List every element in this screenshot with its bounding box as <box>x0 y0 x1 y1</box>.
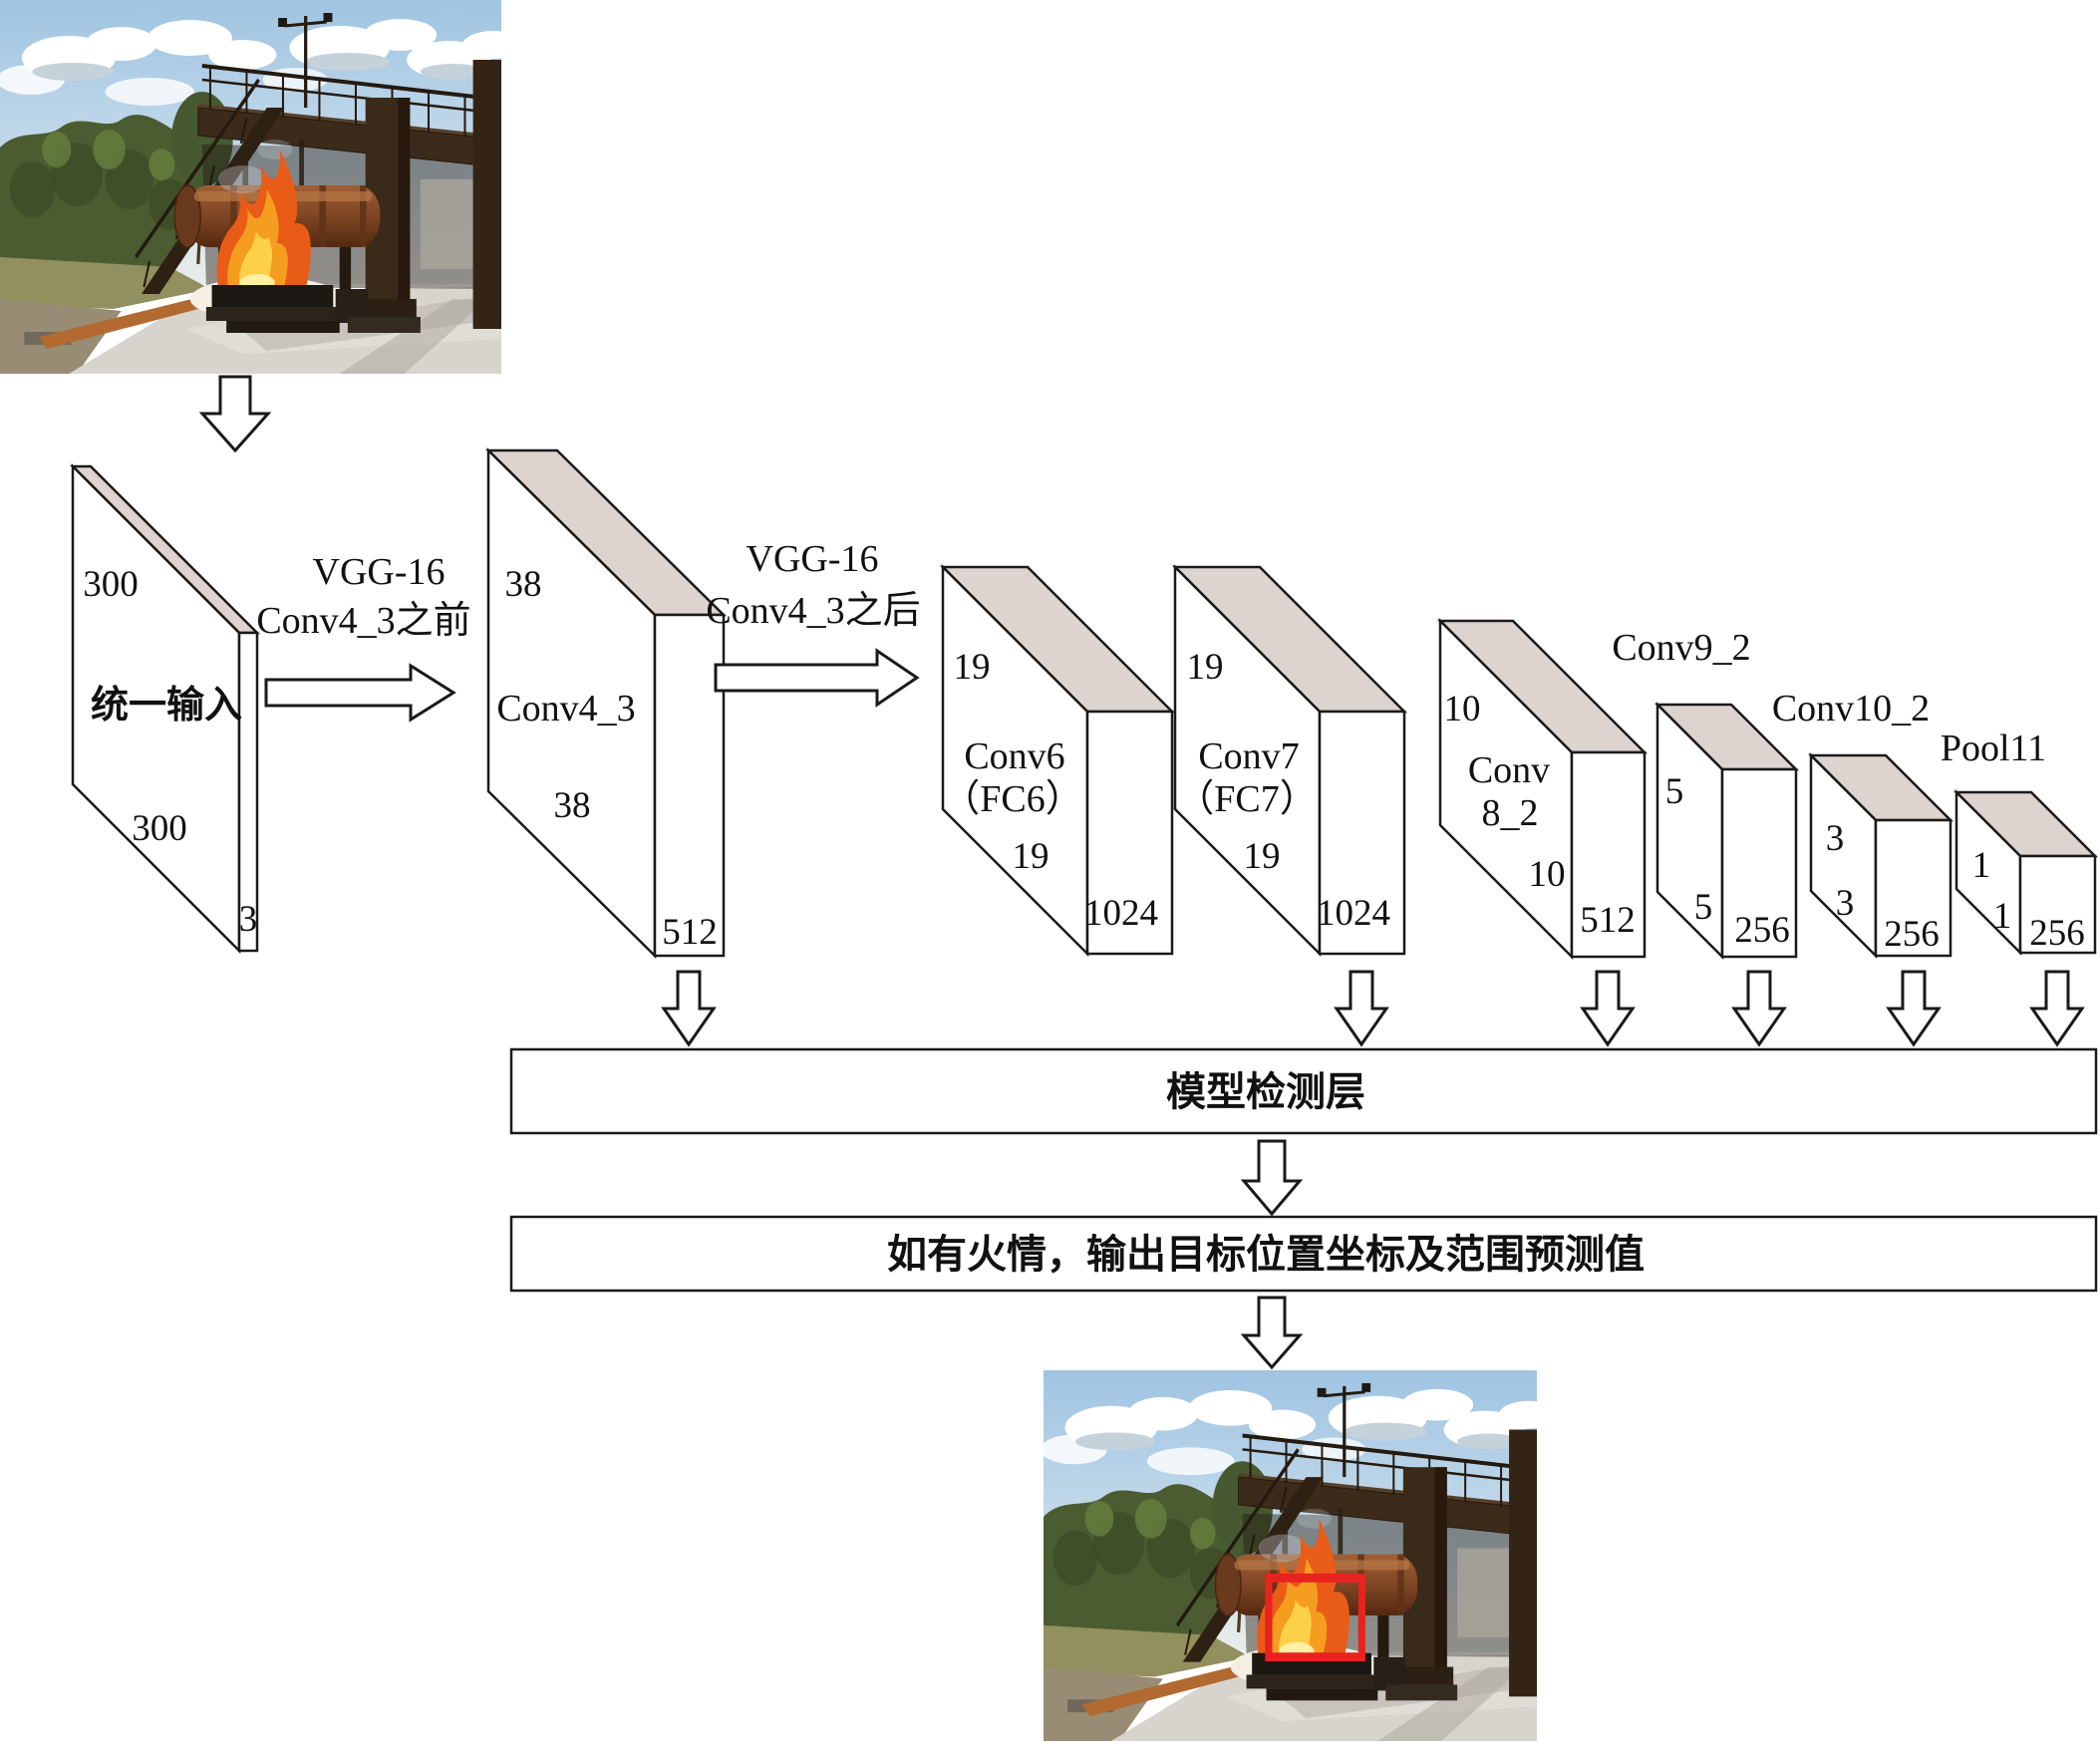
layer-channel-face <box>1085 710 1174 956</box>
flow-arrow-input-to-conv4_3 <box>264 663 456 723</box>
layer-channel-face <box>1318 710 1406 956</box>
conv4_3-name: Conv4_3 <box>496 688 635 729</box>
conv8_2-size-top: 10 <box>1444 689 1481 729</box>
layer-box-conv4_3: 38 Conv4_3 38 512 <box>484 447 728 959</box>
conv7-name-line1: Conv7 <box>1198 735 1299 777</box>
output-bar-label: 如有火情，输出目标位置坐标及范围预测值 <box>887 1233 1645 1277</box>
conv4_3-size-top: 38 <box>505 564 542 605</box>
flow-label-1-line2: Conv4_3之前 <box>256 600 470 642</box>
layer-box-conv8_2: 10 Conv 8_2 10 512 <box>1436 617 1649 961</box>
conv9_2-channels: 256 <box>1734 910 1790 951</box>
flow-label-2-line2: Conv4_3之后 <box>706 590 920 632</box>
input-channels: 3 <box>239 899 258 940</box>
tap-arrow-conv4_3 <box>661 970 717 1047</box>
output-photo <box>1044 1370 1537 1741</box>
conv6-size-bottom: 19 <box>1013 836 1050 877</box>
conv8_2-size-bottom: 10 <box>1529 854 1566 895</box>
flow-label-2-line1: VGG-16 <box>747 538 879 580</box>
conv6-size-top: 19 <box>954 647 991 688</box>
layer-channel-face <box>1874 818 1952 958</box>
layer-channel-face <box>1570 750 1647 959</box>
conv4_3-size-bottom: 38 <box>554 785 591 826</box>
tap-arrow-conv7 <box>1334 970 1389 1047</box>
tap-arrow-pool11 <box>2029 970 2085 1047</box>
conv10_2-size-top: 3 <box>1826 818 1845 859</box>
conv7-channels: 1024 <box>1317 893 1390 934</box>
conv10_2-size-bottom: 3 <box>1836 883 1855 924</box>
input-photo <box>0 0 501 374</box>
flow-arrow-conv4_3-to-conv6 <box>714 648 920 708</box>
input-size-top: 300 <box>83 564 139 605</box>
layer-box-pool11: Pool11 1 1 256 <box>1941 728 2099 957</box>
detection-layer-bar <box>509 1047 2098 1135</box>
pool11-channels: 256 <box>2029 913 2085 954</box>
flow-arrow-output-to-photo <box>1240 1296 1304 1370</box>
conv9_2-size-top: 5 <box>1665 771 1684 812</box>
conv8_2-name-line1: Conv <box>1468 749 1550 791</box>
layer-box-conv9_2: Conv9_2 5 5 256 <box>1612 627 1800 961</box>
conv7-size-top: 19 <box>1187 647 1224 688</box>
layer-box-conv10_2: Conv10_2 3 3 256 <box>1772 688 1954 960</box>
layer-channel-face <box>237 631 259 953</box>
conv10_2-title: Conv10_2 <box>1772 688 1930 729</box>
layer-box-input: 300 统一输入 300 3 <box>69 462 261 955</box>
layer-box-conv7: 19 Conv7 （FC7） 19 1024 <box>1171 563 1408 958</box>
conv10_2-channels: 256 <box>1884 914 1940 955</box>
conv6-name-line2: （FC6） <box>942 778 1082 820</box>
input-size-bottom: 300 <box>132 808 187 849</box>
conv6-channels: 1024 <box>1084 893 1158 934</box>
pool11-title: Pool11 <box>1941 728 2046 769</box>
layer-channel-face <box>2018 854 2097 955</box>
conv8_2-channels: 512 <box>1580 900 1636 941</box>
conv8_2-name-line2: 8_2 <box>1482 792 1539 834</box>
conv9_2-title: Conv9_2 <box>1612 627 1750 669</box>
flow-label-1-line1: VGG-16 <box>313 551 446 593</box>
conv7-size-bottom: 19 <box>1244 836 1281 877</box>
flow-arrow-detection-to-output <box>1240 1139 1304 1217</box>
detection-layer-label: 模型检测层 <box>1166 1070 1365 1114</box>
conv7-name-line2: （FC7） <box>1176 778 1317 820</box>
fire-detection-bbox <box>1265 1573 1365 1662</box>
layer-box-conv6: 19 Conv6 （FC6） 19 1024 <box>939 563 1176 958</box>
pool11-size-top: 1 <box>1972 845 1991 886</box>
conv4_3-channels: 512 <box>662 912 718 953</box>
layer-channel-face <box>653 613 726 958</box>
tap-arrow-conv10_2 <box>1886 970 1942 1047</box>
flow-arrow-photo-to-input <box>198 375 272 453</box>
layer-channel-face <box>1720 767 1798 959</box>
conv6-name-line1: Conv6 <box>964 735 1064 777</box>
detection-tap-arrows <box>661 970 2085 1047</box>
pool11-size-bottom: 1 <box>1993 896 2012 937</box>
tap-arrow-conv9_2 <box>1731 970 1787 1047</box>
output-bar <box>509 1215 2098 1293</box>
conv9_2-size-bottom: 5 <box>1694 887 1713 928</box>
tap-arrow-conv8_2 <box>1580 970 1636 1047</box>
input-name: 统一输入 <box>91 685 242 727</box>
